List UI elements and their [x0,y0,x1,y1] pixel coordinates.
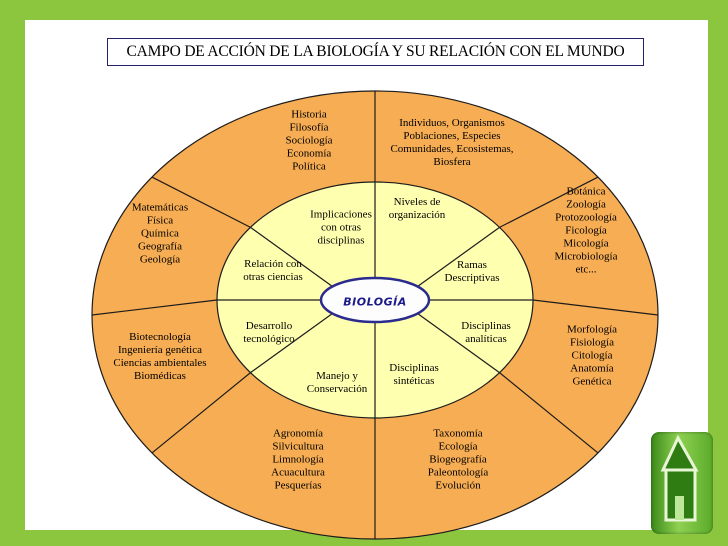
inner-ring-label-line: analíticas [465,333,507,345]
outer-ring-label-line: Pesquerías [274,479,322,492]
outer-ring-label-line: Morfología [566,323,618,336]
home-icon [660,434,699,522]
outer-ring-label-line: Individuos, Organismos [399,117,505,129]
outer-ring-label-line: Comunidades, Ecosistemas, [390,143,514,155]
center-ellipse [319,276,431,324]
inner-ring-label-line: otras ciencias [243,271,303,283]
outer-ring-label-line: Geología [139,253,181,266]
outer-ring-label-line: Poblaciones, Especies [403,130,501,142]
outer-ring-label-line: Biosfera [433,156,471,168]
inner-ring-label-line: Relación con [244,258,302,270]
outer-ring-label-line: Biotecnología [129,331,191,343]
outer-ring-label-line: Limnología [272,453,324,466]
outer-ring-label-line: Evolución [435,479,481,492]
diagram-title: CAMPO DE ACCIÓN DE LA BIOLOGÍA Y SU RELA… [126,43,625,60]
title-box: CAMPO DE ACCIÓN DE LA BIOLOGÍA Y SU RELA… [107,38,644,66]
outer-ring-label-line: Ingeniería genética [118,344,202,356]
inner-ring-label-line: Implicaciones [310,208,372,221]
inner-ring-label-line: Descriptivas [444,272,500,284]
inner-ring-label-line: Manejo y [316,370,358,382]
inner-ring-label-line: Disciplinas [461,320,511,332]
outer-divider [532,299,659,316]
outer-divider [499,372,599,454]
inner-ring-label-line: disciplinas [317,234,365,247]
outer-ring-label-line: Física [146,214,174,227]
outer-ring-label-line: Botánica [566,185,606,198]
inner-ring-label-line: Niveles de [393,196,441,208]
outer-ring-label-line: Historia [291,108,327,121]
outer-ring-label-line: Sociología [285,134,333,147]
inner-divider [417,226,500,287]
inner-divider [250,313,333,374]
inner-divider [417,313,500,374]
outer-ring-label-line: Citología [571,349,613,362]
outer-divider [151,176,251,228]
outer-ring-label-line: Economía [286,147,332,160]
inner-divider [250,226,333,287]
outer-ring-label-line: Genética [572,375,612,388]
inner-ring-label-line: organización [388,209,446,221]
outer-divider [91,299,218,316]
outer-ring-label-line: Filosofía [289,121,329,134]
inner-ring-label-line: sintéticas [393,375,435,387]
outer-ring-label-line: Política [292,160,326,173]
outer-ring-label-line: Química [141,227,179,240]
inner-ring-label-line: Conservación [306,383,368,395]
outer-divider [151,372,251,454]
outer-ring-label-line: Agronomía [272,427,324,440]
outer-ring-label-line: Biomédicas [134,370,186,382]
inner-ring-label-line: Ramas [457,259,487,271]
outer-ring-label-line: Fisiología [569,336,615,349]
inner-ring-label-line: Disciplinas [389,362,439,374]
outer-ring-label-line: Matemáticas [131,201,189,214]
outer-ring-label-line: Zoología [566,198,606,211]
inner-ring-label-line: tecnológico [243,333,295,345]
inner-ring-label-line: con otras [320,221,362,234]
inner-ring-label-line: Desarrollo [245,320,293,332]
outer-ring-label-line: etc... [575,263,597,276]
outer-ring-label-line: Ficología [565,224,607,237]
outer-ring-label-line: Biogeografía [429,453,487,466]
outer-ring-label-line: Protozoología [555,211,617,224]
outer-ring-label-line: Acuacultura [271,466,325,479]
outer-ring-label-line: Geografía [138,240,182,253]
outer-ring-label-line: Silvicultura [272,440,324,453]
outer-ring-label-line: Microbiología [554,250,618,263]
outer-ring-label-line: Anatomía [570,362,614,375]
outer-ring-label-line: Ecología [438,440,478,453]
outer-ring-label-line: Taxonomía [433,427,483,440]
outer-ring-label-line: Micología [563,237,609,250]
outer-divider [499,176,599,228]
outer-ring-label-line: Ciencias ambientales [113,357,207,369]
center-label: BIOLOGÍA [343,295,407,309]
home-button[interactable] [651,432,713,534]
outer-ring-label-line: Paleontología [427,466,489,479]
